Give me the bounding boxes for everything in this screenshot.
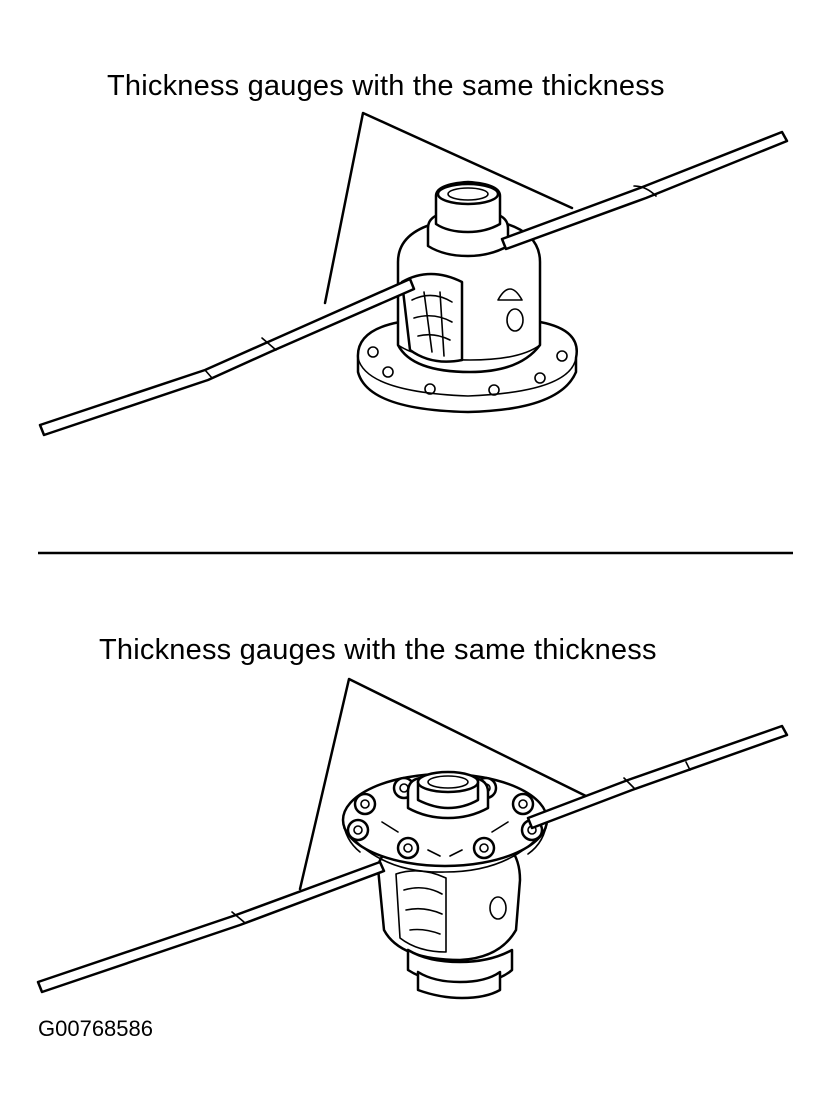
top-callout-leaders <box>323 111 574 305</box>
bottom-thickness-gauges <box>36 724 789 994</box>
top-figure <box>38 111 789 437</box>
bottom-differential-case <box>341 770 549 1000</box>
top-differential-case <box>356 180 578 414</box>
bottom-figure <box>36 677 789 1000</box>
bottom-callout-label: Thickness gauges with the same thickness <box>99 634 657 666</box>
bottom-callout-leaders <box>298 677 592 891</box>
top-callout-label: Thickness gauges with the same thickness <box>107 70 665 102</box>
figure-id: G00768586 <box>38 1016 153 1041</box>
top-thickness-gauges <box>38 130 789 437</box>
